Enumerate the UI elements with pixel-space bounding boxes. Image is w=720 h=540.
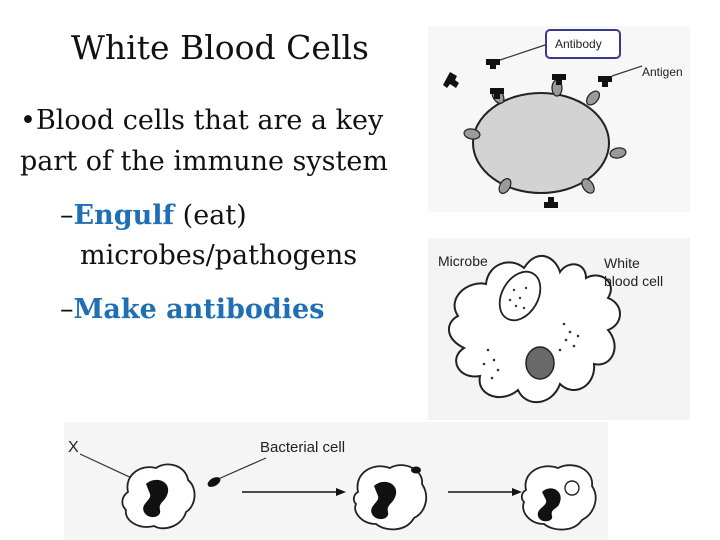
antibodies-highlight: Make antibodies (74, 294, 325, 325)
engulf-highlight: Engulf (74, 200, 175, 231)
engulfing-sequence-diagram: X Bacterial cell (64, 422, 608, 540)
dash-mark: – (60, 294, 74, 325)
nucleus (526, 347, 554, 379)
antibody-label: Antibody (555, 37, 602, 51)
bacterium-stage-2 (411, 467, 421, 474)
antibody-antigen-diagram: Antibody Antigen (428, 26, 690, 212)
engulf-rest: (eat) (174, 200, 247, 231)
dash-mark: – (60, 200, 74, 231)
bullet-mark: • (20, 105, 36, 136)
bacterial-cell-label: Bacterial cell (260, 439, 345, 456)
sub-bullet-antibodies: –Make antibodies (60, 290, 420, 330)
microbe-label: Microbe (438, 253, 488, 269)
vacuole-stage-3 (565, 481, 579, 495)
antigen-label: Antigen (642, 65, 683, 79)
engulf-rest-line2: microbes/pathogens (60, 236, 420, 276)
bullet-text: •Blood cells that are a key part of the … (20, 100, 420, 182)
cell-body (473, 93, 609, 193)
wbc-label-line1: White (604, 255, 640, 271)
slide-title: White Blood Cells (0, 28, 440, 67)
sub-bullet-engulf: –Engulf (eat) microbes/pathogens (60, 196, 420, 276)
x-label: X (68, 439, 79, 456)
wbc-label-line2: blood cell (604, 273, 663, 289)
phagocyte-diagram: Microbe White blood cell (428, 238, 690, 420)
bullet-body: Blood cells that are a key part of the i… (20, 105, 388, 177)
